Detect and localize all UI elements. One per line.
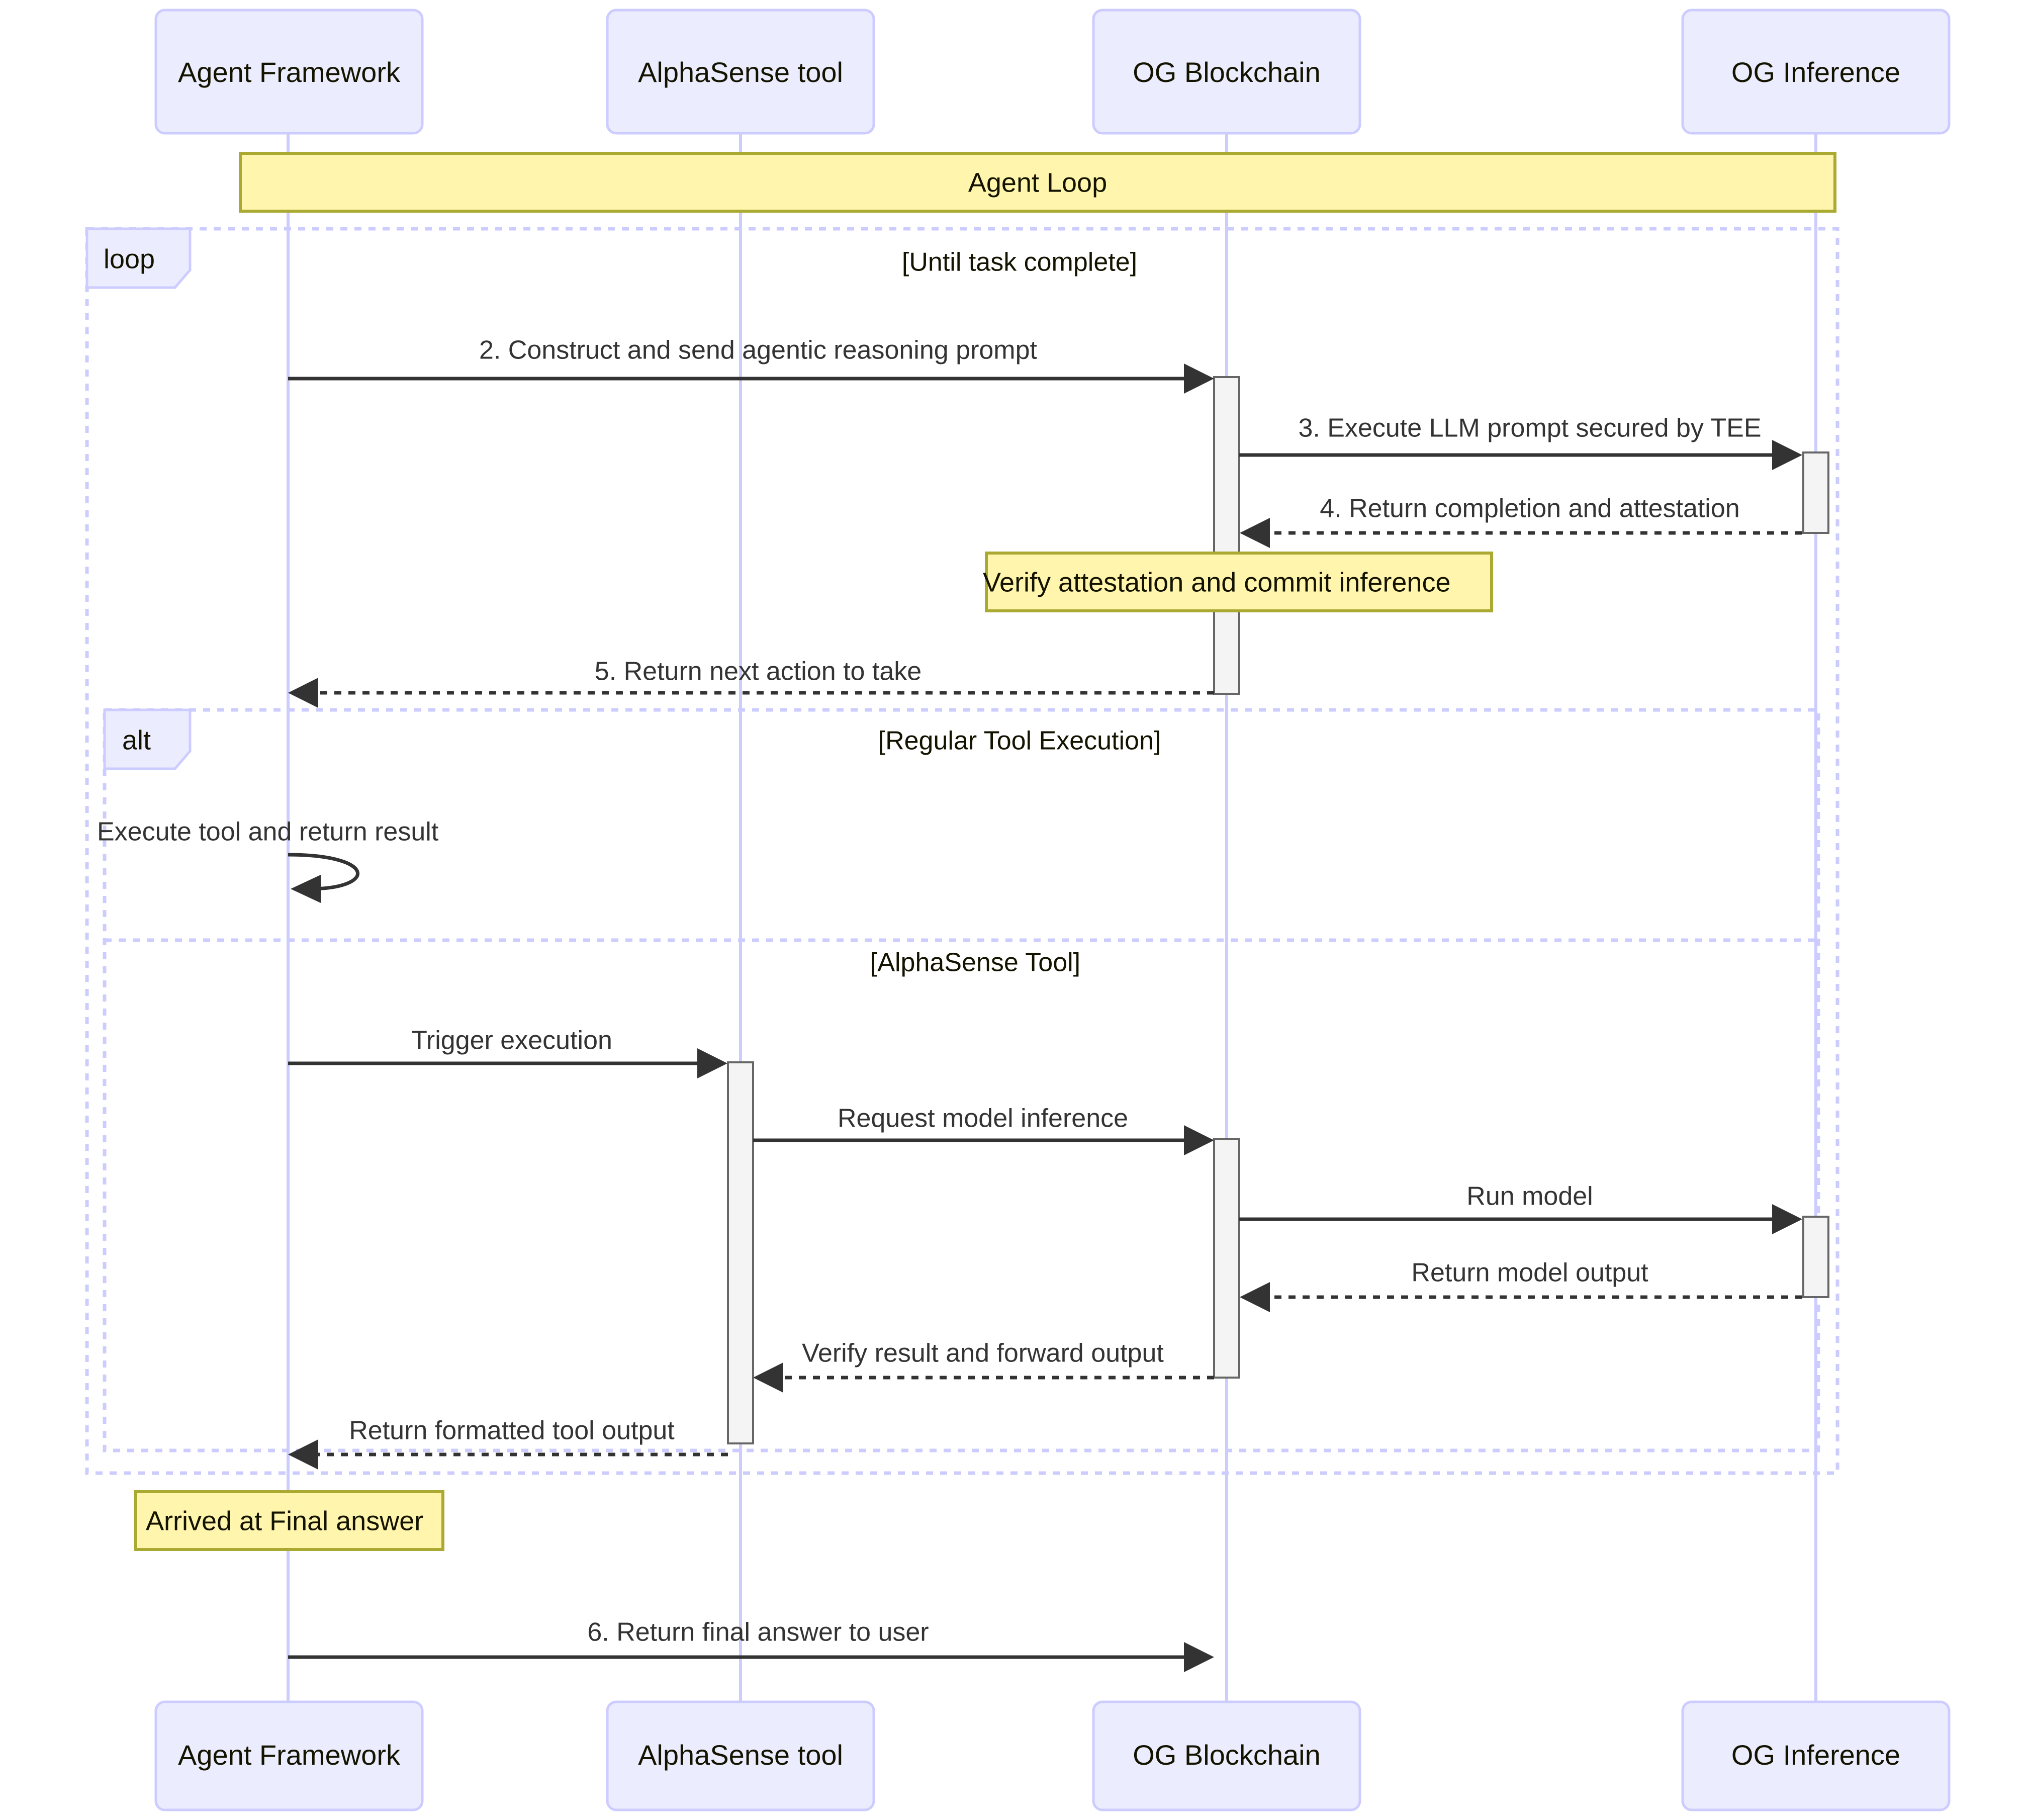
participant-alphasense-tool-bottom[interactable]: AlphaSense tool <box>606 1700 875 1811</box>
participant-og-inference-top-label: OG Inference <box>1731 56 1900 88</box>
participant-agent-framework-bottom-box[interactable] <box>154 1700 424 1811</box>
message-construct-prompt-label: 2. Construct and send agentic reasoning … <box>479 336 1038 365</box>
message-execute-llm: 3. Execute LLM prompt secured by TEE <box>1239 414 1802 470</box>
alt-frame: alt [Regular Tool Execution] [AlphaSense… <box>103 708 1820 1452</box>
message-verify-forward-label: Verify result and forward output <box>802 1339 1164 1368</box>
participant-og-inference-bottom-box[interactable] <box>1681 1700 1951 1811</box>
message-run-model-label: Run model <box>1466 1182 1593 1211</box>
participant-alphasense-tool-bottom-box[interactable] <box>606 1700 875 1811</box>
message-return-model-output-arrowhead <box>1240 1282 1270 1312</box>
message-trigger-execution: Trigger execution <box>288 1026 727 1078</box>
activation-bars <box>727 376 1829 1444</box>
message-return-next-action-arrowhead <box>288 678 318 708</box>
message-request-inference-arrowhead <box>1184 1125 1214 1155</box>
participant-agent-framework-top-box[interactable] <box>154 9 424 135</box>
note-arrived-final-answer-rect <box>134 1490 444 1551</box>
loop-frame-keyword: loop <box>104 244 155 274</box>
participant-agent-framework-bottom-label: Agent Framework <box>178 1739 401 1771</box>
loop-frame: loop [Until task complete] <box>85 227 1839 1475</box>
participant-og-inference-top[interactable]: OG Inference <box>1681 9 1951 135</box>
participant-agent-framework-bottom[interactable]: Agent Framework <box>154 1700 424 1811</box>
message-execute-tool-self-line <box>288 853 359 891</box>
message-return-formatted-output-label: Return formatted tool output <box>349 1416 675 1445</box>
message-return-next-action: 5. Return next action to take <box>288 657 1214 708</box>
loop-frame-condition: [Until task complete] <box>902 248 1137 277</box>
participant-og-blockchain-bottom-label: OG Blockchain <box>1133 1739 1321 1771</box>
participant-og-inference-bottom-label: OG Inference <box>1731 1739 1900 1771</box>
activation-inference-2 <box>1802 1216 1829 1298</box>
participant-og-blockchain-bottom-box[interactable] <box>1092 1700 1361 1811</box>
message-execute-llm-arrowhead <box>1772 440 1802 470</box>
loop-frame-tab <box>85 227 192 289</box>
alt-frame-border <box>103 708 1820 1452</box>
agent-loop-banner: Agent Loop <box>239 152 1836 213</box>
activation-blockchain-2 <box>1213 1138 1240 1379</box>
note-verify-attestation: Verify attestation and commit inference <box>983 552 1493 612</box>
alt-frame-else-condition: [AlphaSense Tool] <box>870 948 1080 977</box>
activation-alphasense-1 <box>727 1061 754 1444</box>
message-execute-tool-self-label: Execute tool and return result <box>97 817 439 847</box>
message-execute-tool-self-arrowhead <box>291 875 321 903</box>
alt-frame-tab <box>103 708 192 770</box>
lifelines <box>287 133 1817 1704</box>
participants-bottom: Agent Framework AlphaSense tool OG Block… <box>154 1700 1951 1811</box>
participant-og-blockchain-top-label: OG Blockchain <box>1133 56 1321 88</box>
message-request-inference: Request model inference <box>753 1104 1214 1155</box>
note-verify-attestation-rect <box>985 552 1493 612</box>
participant-agent-framework-top-label: Agent Framework <box>178 56 401 88</box>
message-return-formatted-output-arrowhead <box>288 1439 318 1470</box>
message-execute-llm-label: 3. Execute LLM prompt secured by TEE <box>1298 414 1761 443</box>
message-return-completion: 4. Return completion and attestation <box>1240 494 1802 548</box>
message-return-final-answer-arrowhead <box>1184 1642 1214 1672</box>
participant-og-inference-bottom[interactable]: OG Inference <box>1681 1700 1951 1811</box>
message-return-completion-arrowhead <box>1240 518 1270 548</box>
activation-blockchain-1 <box>1213 376 1240 695</box>
activation-inference-1 <box>1802 451 1829 534</box>
message-run-model-arrowhead <box>1772 1204 1802 1234</box>
message-return-model-output-label: Return model output <box>1411 1258 1648 1288</box>
message-verify-forward-arrowhead <box>753 1362 783 1393</box>
message-request-inference-label: Request model inference <box>838 1104 1128 1133</box>
message-execute-tool-self: Execute tool and return result <box>97 817 439 903</box>
alt-frame-condition: [Regular Tool Execution] <box>878 726 1161 756</box>
message-return-final-answer-label: 6. Return final answer to user <box>587 1618 929 1647</box>
participant-alphasense-tool-top-box[interactable] <box>606 9 875 135</box>
note-verify-attestation-label: Verify attestation and commit inference <box>983 567 1450 597</box>
participant-alphasense-tool-top[interactable]: AlphaSense tool <box>606 9 875 135</box>
message-trigger-execution-arrowhead <box>697 1048 727 1078</box>
message-construct-prompt: 2. Construct and send agentic reasoning … <box>288 336 1214 394</box>
message-return-formatted-output: Return formatted tool output <box>288 1416 728 1470</box>
message-return-completion-label: 4. Return completion and attestation <box>1320 494 1739 523</box>
participant-og-inference-top-box[interactable] <box>1681 9 1951 135</box>
alt-frame-keyword: alt <box>122 725 151 755</box>
note-arrived-final-answer-label: Arrived at Final answer <box>146 1506 423 1536</box>
note-arrived-final-answer: Arrived at Final answer <box>134 1490 444 1551</box>
participant-agent-framework-top[interactable]: Agent Framework <box>154 9 424 135</box>
agent-loop-banner-label: Agent Loop <box>968 167 1107 198</box>
message-trigger-execution-label: Trigger execution <box>411 1026 612 1055</box>
message-return-next-action-label: 5. Return next action to take <box>595 657 922 686</box>
loop-frame-border <box>85 227 1839 1475</box>
participant-alphasense-tool-bottom-label: AlphaSense tool <box>638 1739 843 1771</box>
participant-alphasense-tool-top-label: AlphaSense tool <box>638 56 843 88</box>
participant-og-blockchain-top[interactable]: OG Blockchain <box>1092 9 1361 135</box>
participant-og-blockchain-top-box[interactable] <box>1092 9 1361 135</box>
message-return-model-output: Return model output <box>1240 1258 1802 1312</box>
participants-top: Agent Framework AlphaSense tool OG Block… <box>154 9 1951 135</box>
message-run-model: Run model <box>1239 1182 1802 1234</box>
message-return-final-answer: 6. Return final answer to user <box>288 1618 1214 1672</box>
participant-og-blockchain-bottom[interactable]: OG Blockchain <box>1092 1700 1361 1811</box>
agent-loop-banner-rect <box>239 152 1836 213</box>
message-construct-prompt-arrowhead <box>1184 363 1214 394</box>
message-verify-forward: Verify result and forward output <box>753 1339 1214 1393</box>
